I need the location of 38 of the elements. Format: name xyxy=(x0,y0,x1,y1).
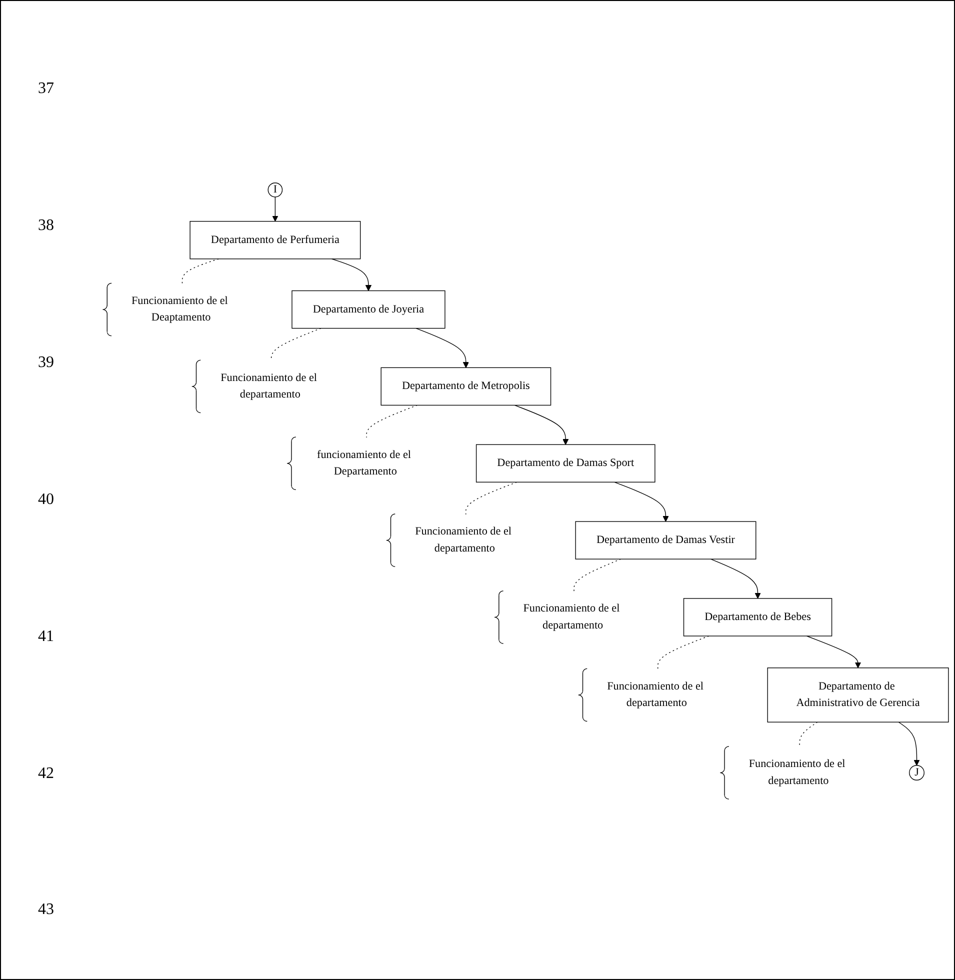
node-text: Funcionamiento de el departamento xyxy=(220,372,317,400)
node-box: Departamento de Metropolis xyxy=(380,367,552,406)
node-circle: J xyxy=(909,764,924,780)
arrow xyxy=(614,482,669,522)
node-box: Departamento de Damas Sport xyxy=(476,444,656,482)
step-number: 40 xyxy=(38,490,54,509)
node-circle: I xyxy=(268,182,283,198)
connector xyxy=(182,258,219,284)
node-box: Departamento de Administrativo de Gerencia xyxy=(767,667,949,722)
node-box: Departamento de Bebes xyxy=(683,598,832,636)
step-number: 38 xyxy=(38,217,54,236)
connector xyxy=(366,404,418,438)
connector xyxy=(657,635,710,670)
arrow xyxy=(331,258,372,291)
step-number: 39 xyxy=(38,354,54,372)
node-text: funcionamiento de el Departamento xyxy=(317,448,411,477)
arrow xyxy=(898,721,920,766)
node-text: Funcionamiento de el departamento xyxy=(607,680,704,709)
arrow xyxy=(514,404,569,445)
node-box: Departamento de Joyeria xyxy=(292,290,446,328)
connector xyxy=(799,721,818,747)
arrow xyxy=(416,328,469,368)
arrow xyxy=(806,635,862,668)
step-number: 42 xyxy=(38,764,54,783)
step-number: 37 xyxy=(38,80,54,98)
node-text: Funcionamiento de el Deaptamento xyxy=(131,294,228,324)
arrow xyxy=(272,196,278,222)
node-text: Funcionamiento de el departamento xyxy=(748,758,846,786)
node-box: Departamento de Perfumeria xyxy=(190,220,361,259)
node-text: Funcionamiento de el departamento xyxy=(415,525,512,554)
node-box: Departamento de Damas Vestir xyxy=(575,520,756,560)
connector xyxy=(465,482,518,514)
step-number: 43 xyxy=(38,901,54,920)
step-number: 41 xyxy=(38,628,54,646)
node-text: Funcionamiento de el departamento xyxy=(523,602,620,631)
connector xyxy=(270,328,322,361)
connector xyxy=(574,558,622,592)
arrow xyxy=(710,558,761,598)
